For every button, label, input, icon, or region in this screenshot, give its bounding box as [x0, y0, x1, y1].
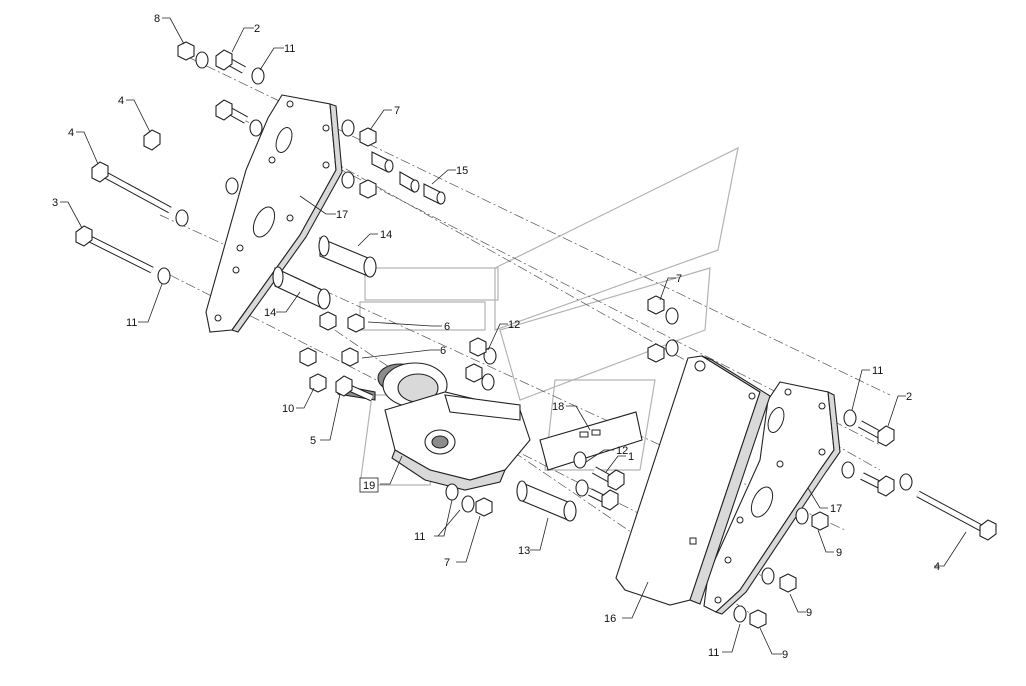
bushings-15 — [371, 151, 446, 205]
label-2-upper: 2 — [254, 23, 260, 35]
label-19: 19 — [363, 480, 375, 492]
bolt-2-second — [215, 99, 248, 124]
bolt-1-lower — [588, 488, 619, 511]
label-11-left: 11 — [126, 317, 137, 329]
label-8: 8 — [154, 13, 160, 25]
spacer-14-upper — [318, 235, 377, 278]
bolt-1-upper — [592, 466, 625, 491]
left-plate-17 — [205, 94, 343, 333]
leader-lines — [60, 17, 967, 655]
label-11-upper: 11 — [284, 43, 295, 55]
label-4-right: 4 — [934, 561, 940, 573]
bolt-2-right-lower — [860, 472, 895, 497]
label-17-right: 17 — [830, 503, 842, 515]
bolt-4-right — [916, 490, 997, 541]
label-11-bottom: 11 — [708, 647, 719, 659]
label-10: 10 — [282, 403, 294, 415]
bolt-5 — [335, 375, 374, 402]
nuts — [177, 41, 829, 629]
spacer-13 — [516, 480, 577, 522]
label-4-upper: 4 — [118, 95, 124, 107]
label-16: 16 — [604, 613, 616, 625]
label-11-lower: 11 — [414, 531, 425, 543]
label-3: 3 — [52, 197, 58, 209]
label-14-lower: 14 — [264, 307, 276, 319]
guard-18 — [539, 411, 643, 471]
label-7-right: 7 — [676, 273, 682, 285]
label-9-middle: 9 — [806, 607, 812, 619]
bolt-2-right — [858, 420, 895, 447]
label-9-upper: 9 — [836, 547, 842, 559]
label-12-lower: 12 — [616, 445, 628, 457]
part-labels: 8 2 11 4 4 3 11 7 15 17 14 14 6 6 12 7 1… — [52, 13, 940, 661]
cover-plate-16 — [615, 355, 771, 606]
bolt-3 — [75, 225, 154, 274]
label-5: 5 — [310, 435, 316, 447]
label-12-upper: 12 — [508, 319, 520, 331]
label-13: 13 — [518, 545, 530, 557]
right-plate-17 — [703, 381, 841, 615]
label-6-upper: 6 — [444, 321, 450, 333]
label-4-middle: 4 — [68, 127, 74, 139]
label-14-upper: 14 — [380, 229, 392, 241]
label-7-lower: 7 — [444, 557, 450, 569]
tensioner-assembly-19 — [337, 362, 531, 491]
washers — [157, 51, 913, 623]
bolt-4-middle — [91, 161, 172, 214]
label-15: 15 — [456, 165, 468, 177]
spacer-14-lower — [272, 266, 331, 310]
label-7-upper: 7 — [394, 105, 400, 117]
bolt-4-upper — [143, 129, 222, 181]
label-6-lower: 6 — [440, 345, 446, 357]
label-9-lower: 9 — [782, 649, 788, 661]
label-2-right: 2 — [906, 391, 912, 403]
label-18: 18 — [552, 401, 564, 413]
label-19-box — [359, 477, 379, 493]
label-17-left: 17 — [336, 209, 348, 221]
label-1: 1 — [628, 451, 634, 463]
bolt-2-upper — [215, 49, 246, 74]
label-11-right: 11 — [872, 365, 883, 377]
